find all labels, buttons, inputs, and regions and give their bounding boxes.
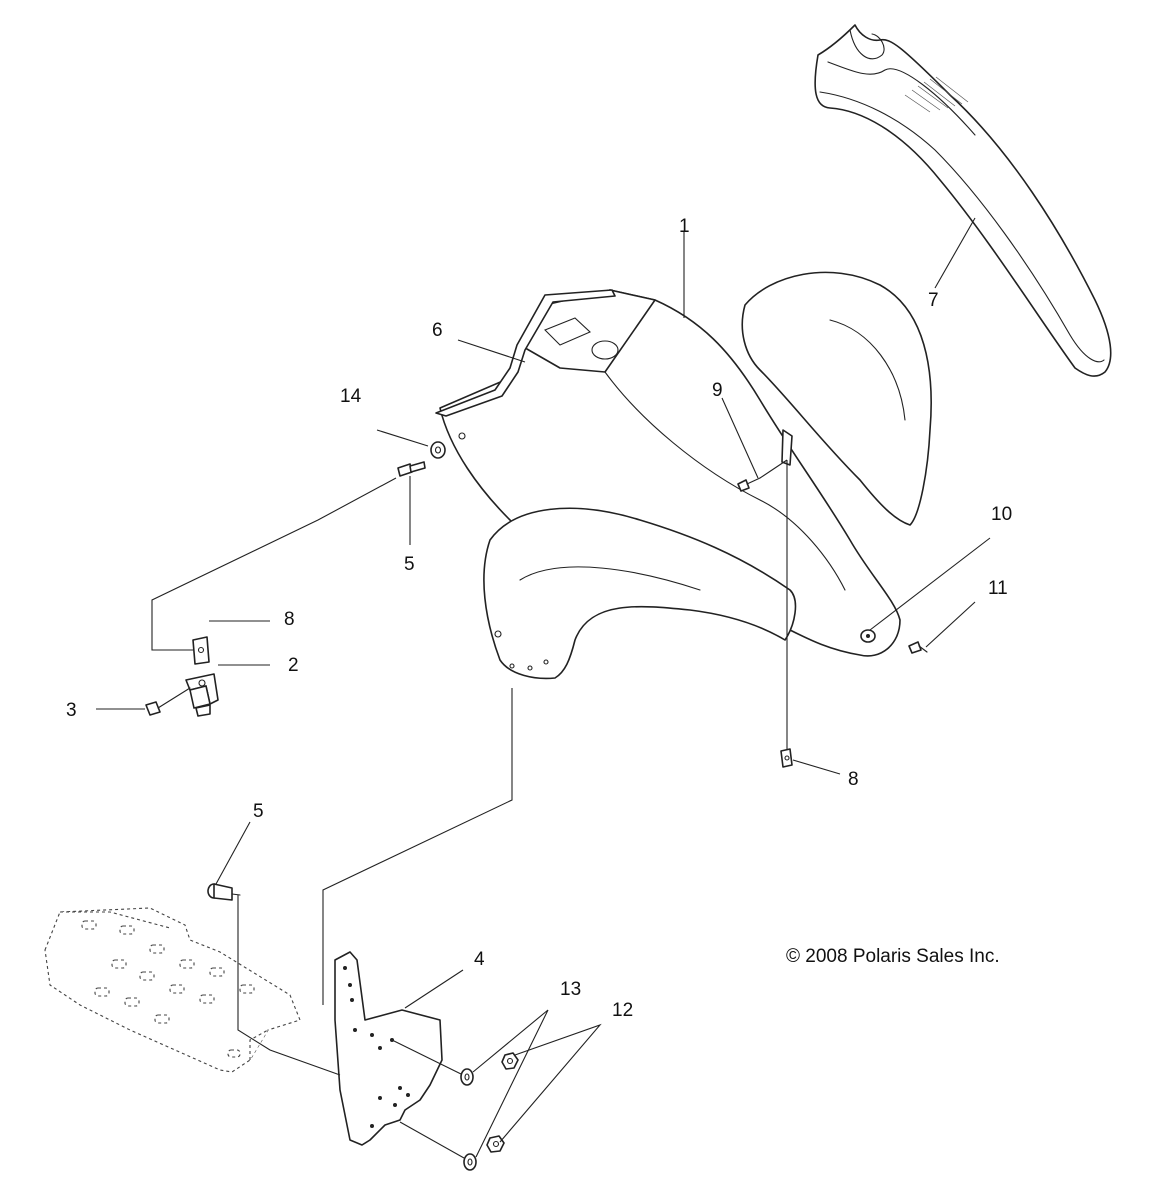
callout-11: 11 [988, 578, 1008, 599]
callout-13: 13 [560, 979, 581, 1000]
part-11-screw [908, 641, 928, 654]
footrest-reference [44, 907, 301, 1073]
leader-lines [96, 217, 991, 1159]
callout-8-lower: 8 [848, 769, 859, 790]
callout-10: 10 [991, 504, 1012, 525]
callout-14: 14 [340, 386, 362, 407]
callout-12: 12 [612, 1000, 633, 1021]
part-12-nuts [486, 1052, 519, 1153]
part-7-fender-trim [814, 24, 1112, 377]
part-13-washers [460, 1068, 477, 1171]
part-2-bracket [185, 673, 219, 717]
callout-5-lower: 5 [253, 801, 264, 822]
callout-1: 1 [679, 216, 690, 237]
part-8-clip-upper [192, 636, 210, 665]
callout-7: 7 [928, 290, 939, 311]
part-9-screw [737, 477, 761, 492]
callout-labels: 1 7 6 9 14 5 10 11 8 2 3 8 5 4 13 12 [66, 216, 1012, 1021]
part-1-front-fender [439, 271, 932, 680]
callout-6: 6 [432, 320, 443, 341]
part-4-mud-flap [334, 951, 443, 1146]
callout-2: 2 [288, 655, 299, 676]
part-14-washer [430, 441, 446, 459]
callout-3: 3 [66, 700, 77, 721]
part-6-trim-strip [435, 289, 616, 417]
part-8-clip-lower [780, 748, 793, 768]
part-5-bolt-upper [397, 461, 426, 477]
part-5-bolt-lower [207, 883, 241, 901]
callout-5-upper: 5 [404, 554, 415, 575]
copyright-notice: © 2008 Polaris Sales Inc. [786, 946, 1000, 967]
callout-9: 9 [712, 380, 723, 401]
callout-8-upper: 8 [284, 609, 295, 630]
callout-4: 4 [474, 949, 485, 970]
part-3-screw [145, 687, 191, 716]
